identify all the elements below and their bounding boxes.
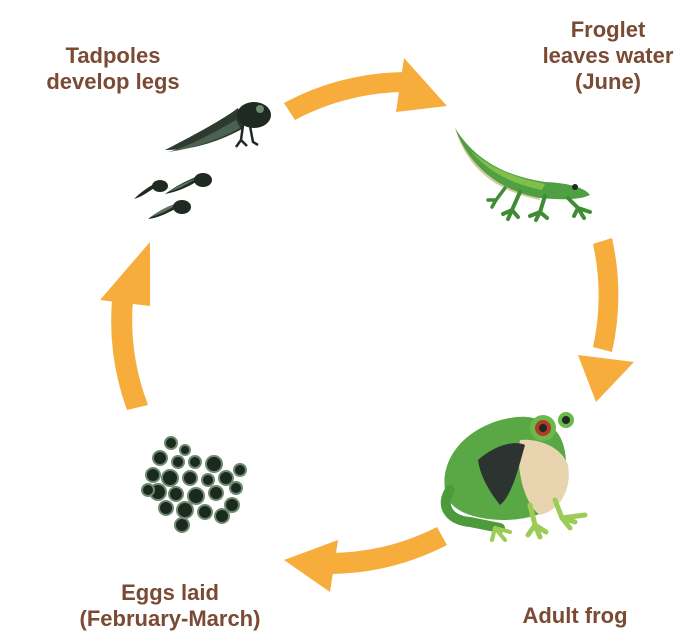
tadpole-icon [134, 102, 271, 219]
egg-core [203, 475, 213, 485]
adult-frog-icon [444, 412, 585, 540]
egg-core [178, 503, 192, 517]
egg-core [207, 457, 221, 471]
label-froglet-line-1: Froglet [518, 17, 698, 43]
egg-core [181, 446, 189, 454]
egg-core [231, 483, 241, 493]
arrow-froglet-to-adult [578, 238, 634, 402]
arrow-eggs-to-tadpoles [100, 242, 150, 410]
label-tadpoles-line-2: develop legs [18, 69, 208, 95]
arrow-adult-to-eggs [284, 527, 447, 592]
label-tadpoles: Tadpoles develop legs [18, 43, 208, 95]
label-adult-line-1: Adult frog [505, 603, 645, 629]
egg-core [220, 472, 232, 484]
froglet-icon [455, 128, 590, 220]
egg-core [226, 499, 238, 511]
egg-core [170, 488, 182, 500]
egg-core [210, 487, 222, 499]
egg-core [176, 519, 188, 531]
egg-core [189, 489, 203, 503]
arrow-tadpoles-to-froglet [284, 58, 447, 120]
egg-core [166, 438, 176, 448]
label-tadpoles-line-1: Tadpoles [18, 43, 208, 69]
egg-core [173, 457, 183, 467]
egg-core [216, 510, 228, 522]
frogspawn-icon [141, 436, 247, 533]
label-eggs-line-2: (February-March) [55, 606, 285, 632]
egg-core [199, 506, 211, 518]
label-froglet-line-2: leaves water [518, 43, 698, 69]
egg-core [235, 465, 245, 475]
label-adult-frog: Adult frog [505, 603, 645, 629]
egg-core [190, 457, 200, 467]
label-froglet: Froglet leaves water (June) [518, 17, 698, 95]
egg-core [143, 485, 153, 495]
egg-core [160, 502, 172, 514]
egg-core [147, 469, 159, 481]
label-froglet-line-3: (June) [518, 69, 698, 95]
label-eggs-line-1: Eggs laid [55, 580, 285, 606]
egg-core [154, 452, 166, 464]
label-eggs: Eggs laid (February-March) [55, 580, 285, 632]
egg-core [184, 472, 196, 484]
egg-core [163, 471, 177, 485]
